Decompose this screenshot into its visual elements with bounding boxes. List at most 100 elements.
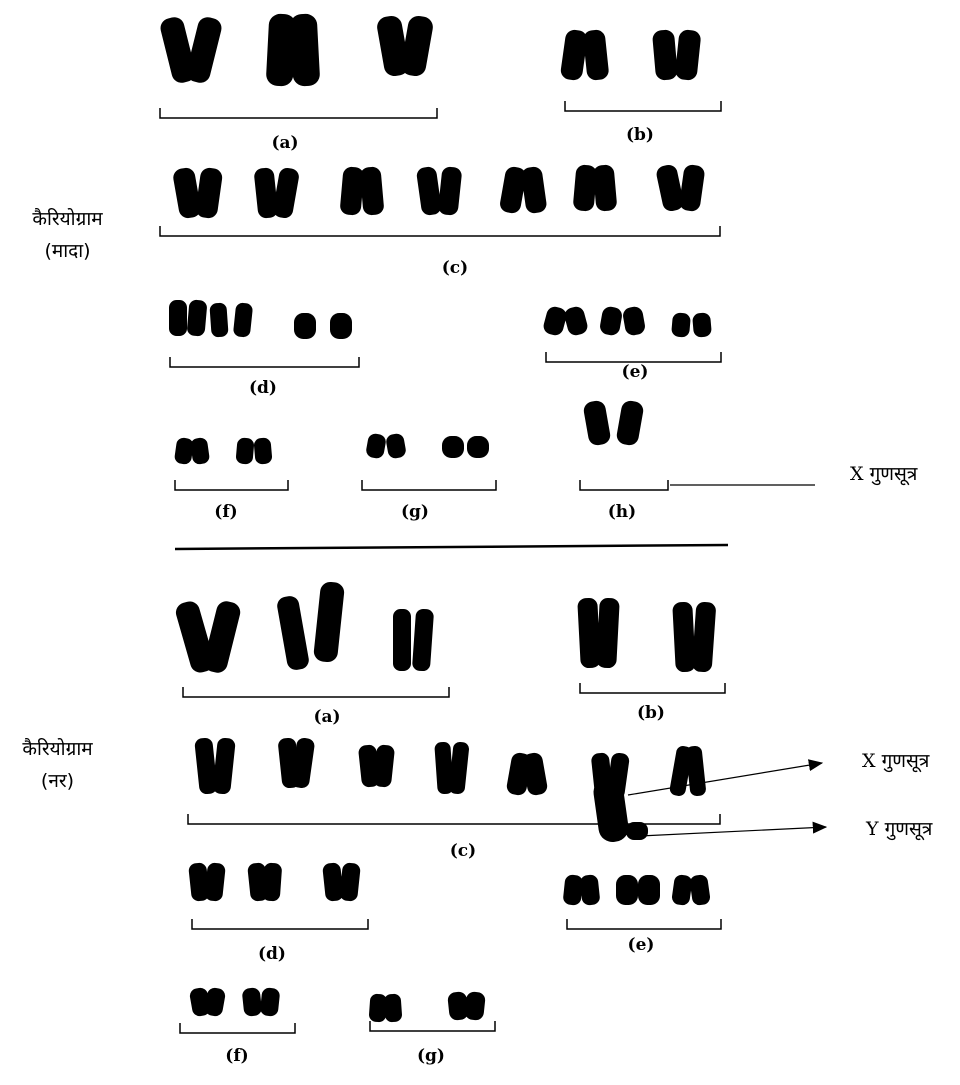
female-group-e-chromosome-2 [564, 306, 588, 336]
female-group-b-bracket [564, 101, 722, 112]
female-group-c-chromosome-11 [573, 164, 597, 212]
male-y-chromosome-callout: Y गुणसूत्र [866, 818, 933, 840]
female-label-title: कैरियोग्राम [32, 208, 103, 230]
karyogram-divider-line [174, 543, 729, 551]
female-group-h-chromosome-1 [583, 400, 611, 446]
male-group-e-chromosome-2 [580, 874, 600, 906]
female-group-e-bracket [545, 352, 722, 363]
male-group-a-chromosome-5 [393, 609, 411, 671]
female-group-c-chromosome-6 [360, 166, 384, 216]
female-group-c-chromosome-7 [416, 166, 442, 216]
male-group-b-label: (b) [637, 703, 665, 723]
female-group-d-chromosome-6 [330, 313, 352, 339]
male-group-f-chromosome-2 [204, 987, 226, 1017]
female-group-f-label: (f) [214, 502, 237, 522]
male-group-a-chromosome-3 [277, 596, 309, 670]
female-group-d-chromosome-1 [169, 300, 187, 336]
female-group-c-chromosome-5 [340, 166, 364, 216]
female-group-c-chromosome-4 [273, 167, 299, 219]
female-group-b-label: (b) [626, 125, 654, 145]
male-group-d-chromosome-2 [204, 862, 226, 902]
group-brackets [159, 101, 726, 1034]
male-group-e-chromosome-4 [638, 875, 660, 905]
male-group-g-label: (g) [417, 1046, 445, 1066]
male-group-e-chromosome-1 [563, 874, 583, 906]
female-group-a-bracket [159, 108, 438, 119]
male-group-a-bracket [182, 687, 450, 698]
female-group-a-chromosome-1 [160, 17, 196, 83]
female-group-e-chromosome-4 [623, 306, 645, 336]
female-group-c-chromosome-9 [500, 166, 526, 214]
female-group-b-chromosome-3 [652, 29, 678, 81]
male-group-e-label: (e) [628, 935, 655, 955]
female-group-f-chromosome-4 [253, 437, 273, 465]
female-group-a-label: (a) [271, 133, 298, 153]
male-group-c-chromosome-14 [686, 745, 706, 797]
chromosome-set [160, 13, 716, 1023]
female-karyogram-label: कैरियोग्राम (मादा) [10, 203, 125, 267]
female-group-d-label: (d) [249, 378, 277, 398]
male-group-d-chromosome-6 [339, 862, 361, 902]
male-x-chromosome [593, 778, 629, 842]
female-group-g-bracket [361, 480, 497, 491]
female-label-sex: (मादा) [44, 240, 91, 262]
male-group-f-bracket [179, 1023, 296, 1034]
male-label-sex: (नर) [40, 770, 75, 792]
male-karyogram-label: कैरियोग्राम (नर) [0, 733, 115, 797]
female-group-f-chromosome-3 [235, 437, 255, 465]
female-group-c-label: (c) [442, 258, 468, 278]
female-group-c-chromosome-3 [254, 167, 278, 219]
female-group-c-chromosome-12 [593, 164, 617, 212]
female-group-h-label: (h) [608, 502, 636, 522]
female-group-f-chromosome-2 [190, 437, 210, 465]
female-group-c-bracket [159, 226, 721, 237]
male-group-c-chromosome-2 [212, 737, 236, 795]
female-group-h-bracket [579, 480, 669, 491]
male-group-d-chromosome-4 [262, 862, 282, 902]
female-group-g-chromosome-2 [386, 433, 406, 459]
female-group-c-chromosome-1 [173, 167, 201, 219]
male-group-c-chromosome-4 [291, 737, 315, 789]
female-group-a-chromosome-4 [290, 13, 320, 87]
male-group-d-bracket [191, 919, 369, 930]
male-group-a-label: (a) [313, 707, 340, 727]
female-group-g-chromosome-4 [467, 436, 489, 458]
male-label-title: कैरियोग्राम [22, 738, 93, 760]
male-group-f-label: (f) [225, 1046, 248, 1066]
female-group-f-chromosome-1 [174, 437, 194, 465]
male-group-g-bracket [369, 1021, 496, 1032]
female-group-b-chromosome-1 [560, 29, 588, 81]
male-group-e-bracket [566, 919, 722, 930]
male-group-c-chromosome-7 [434, 741, 454, 795]
female-group-g-label: (g) [401, 502, 429, 522]
male-group-b-chromosome-1 [577, 597, 601, 669]
male-group-c-chromosome-8 [448, 741, 470, 795]
male-group-c-chromosome-1 [194, 737, 218, 795]
female-group-d-chromosome-2 [187, 299, 207, 337]
female-group-a-chromosome-3 [266, 13, 296, 87]
male-group-a-chromosome-6 [412, 608, 434, 672]
male-group-g-chromosome-2 [384, 993, 402, 1023]
female-group-f-bracket [174, 480, 289, 491]
male-group-c-chromosome-6 [373, 744, 395, 788]
male-group-g-chromosome-4 [464, 991, 486, 1021]
female-group-e-chromosome-3 [600, 306, 622, 336]
female-group-e-label: (e) [622, 362, 649, 382]
male-group-a-chromosome-2 [203, 601, 241, 673]
male-group-f-chromosome-4 [260, 987, 280, 1017]
female-group-c-chromosome-14 [679, 164, 705, 212]
male-group-b-chromosome-3 [672, 601, 696, 673]
female-group-b-chromosome-2 [583, 29, 609, 81]
female-group-g-chromosome-1 [366, 433, 386, 459]
male-group-g-chromosome-1 [369, 993, 387, 1023]
male-group-c-label: (c) [450, 841, 476, 861]
male-group-a-chromosome-4 [313, 581, 345, 663]
female-group-d-chromosome-4 [233, 302, 253, 338]
male-group-c-chromosome-10 [522, 752, 548, 796]
female-group-a-chromosome-5 [377, 15, 409, 77]
group-labels: (a)(b)(c)(d)(e)(f)(g)(h)(a)(b)(c)(d)(e)(… [214, 125, 665, 1066]
female-group-g-chromosome-3 [442, 436, 464, 458]
male-group-f-chromosome-3 [242, 987, 262, 1017]
female-group-h-chromosome-2 [616, 400, 644, 446]
